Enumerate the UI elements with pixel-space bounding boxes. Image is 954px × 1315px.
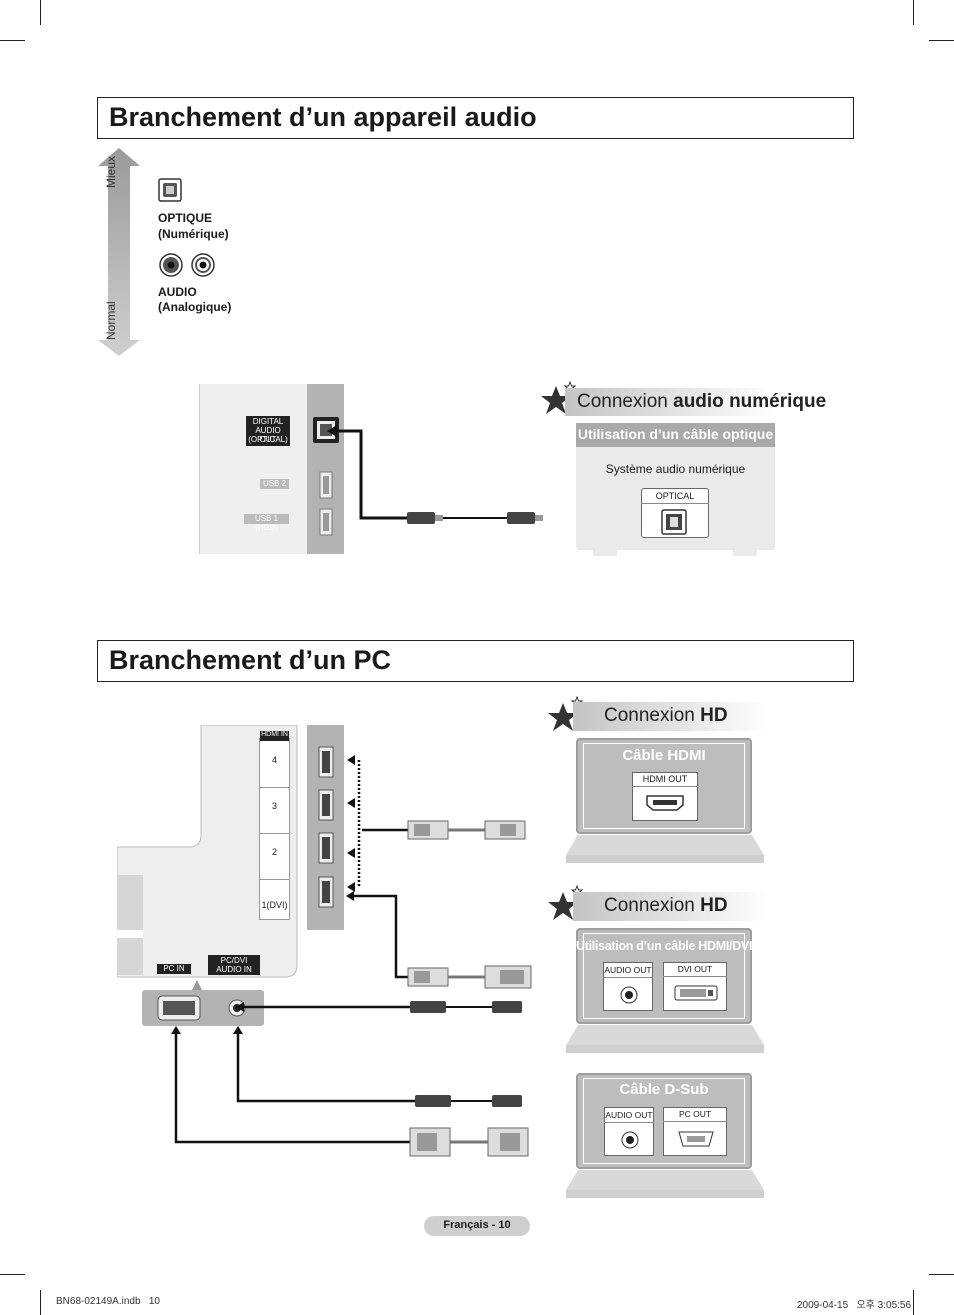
page-label-pill: [424, 1216, 530, 1236]
pc-dvi-tag: [208, 955, 260, 975]
hdmi-ports-pc: [318, 746, 361, 908]
scale-bottom-label: Normal: [104, 301, 118, 340]
tv-ports-audio: [313, 417, 339, 536]
pc-dvi-label2: AUDIO IN: [216, 965, 252, 974]
pc-input-ports: [142, 980, 264, 1026]
tv-back-panel: [199, 384, 308, 554]
digital-out-line3: (OPTICAL): [248, 435, 288, 444]
usb2-label: USB 2: [262, 479, 287, 488]
hdmi-in-label: HDMI IN: [261, 731, 288, 738]
footer-right: 2009-04-15 오후 3:05:56: [797, 1300, 912, 1311]
optical-cable: [327, 425, 543, 524]
section-title-pc: Branchement d’un PC: [97, 640, 854, 682]
optique-label: OPTIQUE: [158, 211, 213, 225]
hdmi-socket-icon: [646, 795, 684, 811]
optical-port-label: OPTICAL: [641, 491, 709, 504]
hdmi-out-label: HDMI OUT: [632, 774, 698, 787]
conn-audio-title: Connexion audio numérique: [577, 391, 826, 413]
conn-hd2-title-bold: HD: [700, 895, 728, 916]
footer-left: BN68-02149A.indb 10: [56, 1296, 160, 1307]
crop-mark: [929, 40, 954, 41]
conn-hd2-title: Connexion HD: [604, 895, 728, 917]
dvi-panel-header: Utilisation d’un câble HDMI/DVI: [576, 939, 753, 953]
usb1-tag: [244, 514, 289, 524]
dvi-out-label: DVI OUT: [663, 964, 727, 977]
conn-hd1-title-bold: HD: [700, 705, 728, 726]
section-title-audio: Branchement d’un appareil audio: [97, 97, 854, 139]
crop-mark: [0, 1274, 25, 1275]
optique-sublabel: (Numérique): [158, 227, 229, 241]
audio-panel-header: Utilisation d’un câble optique: [577, 426, 774, 442]
laptop-base: [566, 835, 764, 863]
tv-back-pc: [117, 725, 298, 978]
crop-mark: [929, 1274, 954, 1275]
crop-mark: [0, 40, 25, 41]
device-foot-left: [593, 548, 617, 556]
hdmi-laptop-inner: [583, 743, 745, 829]
hdmi-num-3: 3: [260, 801, 289, 834]
rca-audio-icon: [159, 253, 215, 277]
audio-device-header: [576, 423, 775, 447]
audio-out-socket-icon: [621, 1131, 639, 1149]
conn-audio-title-normal: Connexion: [577, 391, 674, 412]
usb2-tag: [260, 479, 289, 489]
optical-port-icon: [158, 178, 182, 202]
digital-out-line2: AUDIO OUT: [255, 426, 281, 444]
pc-cables: [171, 820, 532, 1157]
vga-socket-icon: [678, 1131, 714, 1147]
audio-label: AUDIO: [158, 285, 197, 299]
optical-socket-icon: [661, 509, 687, 535]
hdmi-num-4: 4: [260, 755, 289, 788]
pc-out-label: PC OUT: [663, 1109, 727, 1122]
laptop-base: [566, 1170, 764, 1198]
dvi-audio-out-label: AUDIO OUT: [603, 965, 653, 978]
digital-out-line1: DIGITAL: [252, 417, 284, 426]
hdmi-panel-header: Câble HDMI: [622, 747, 706, 764]
dsub-audio-out-label: AUDIO OUT: [604, 1110, 654, 1123]
digital-audio-out-tag: [246, 416, 290, 446]
conn-audio-bar: [565, 388, 775, 416]
dsub-laptop-inner: [583, 1078, 745, 1164]
pc-in-tag: [157, 964, 191, 974]
conn-hd2-bar: [573, 892, 769, 921]
crop-mark: [40, 0, 41, 25]
conn-hd1-bar: [573, 702, 769, 731]
dvi-laptop-inner: [583, 933, 745, 1019]
hdmi-num-2: 2: [260, 847, 289, 880]
device-foot-right: [733, 548, 757, 556]
scale-top-label: Mieux: [104, 155, 118, 188]
conn-hd2-title-normal: Connexion: [604, 895, 701, 916]
dsub-panel-header: Câble D-Sub: [619, 1081, 709, 1098]
pc-dvi-label1: PC/DVI: [220, 956, 248, 965]
usb1-label: USB 1 (HDD): [254, 514, 279, 532]
crop-mark: [40, 1290, 41, 1315]
crop-mark: [913, 0, 914, 25]
page-label: Français - 10: [443, 1219, 511, 1231]
audio-out-socket-icon: [620, 986, 638, 1004]
audio-device-label: Système audio numérique: [605, 462, 746, 476]
audio-sublabel: (Analogique): [158, 300, 232, 314]
laptop-base: [566, 1025, 764, 1053]
pc-in-label: PC IN: [163, 964, 185, 973]
conn-hd1-title-normal: Connexion: [604, 705, 701, 726]
conn-hd1-title: Connexion HD: [604, 705, 728, 727]
dvi-socket-icon: [674, 985, 718, 1001]
hdmi-in-column: [259, 738, 290, 920]
conn-audio-title-bold: audio numérique: [673, 391, 827, 412]
quality-scale-arrow: [98, 148, 140, 356]
hdmi-in-tag: [260, 731, 289, 741]
hdmi-num-1dvi: 1(DVI): [261, 900, 288, 910]
crop-mark: [913, 1290, 914, 1315]
